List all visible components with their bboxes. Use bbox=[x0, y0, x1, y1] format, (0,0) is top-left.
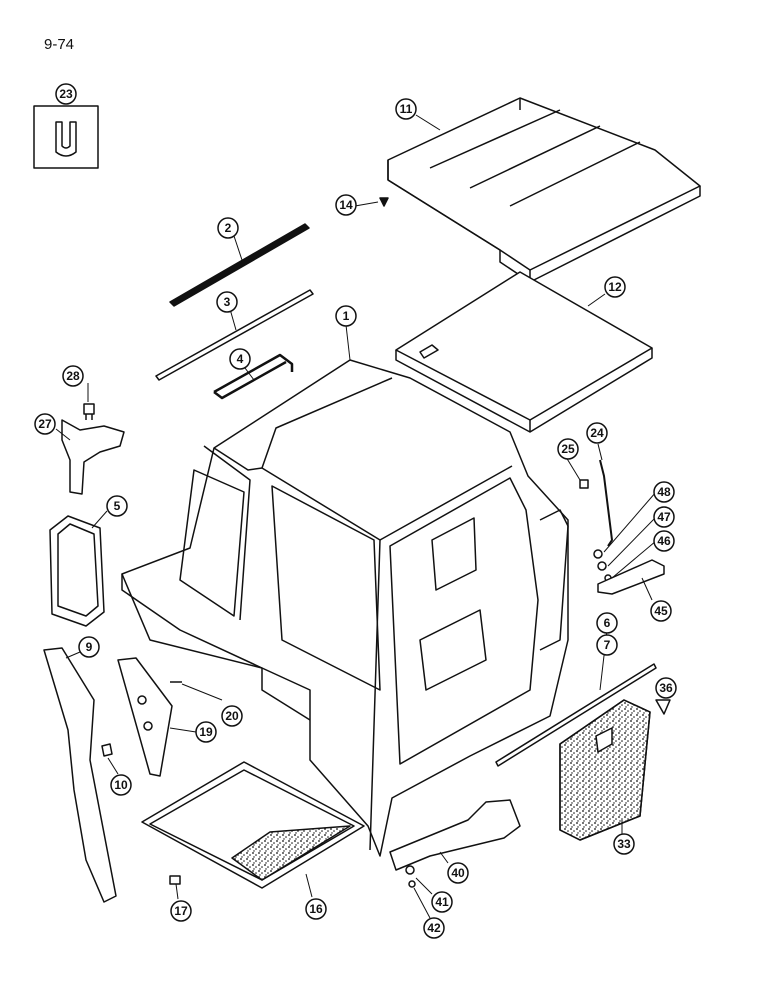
callout-47: 47 bbox=[653, 506, 675, 528]
seal-strip bbox=[155, 289, 314, 381]
callout-17: 17 bbox=[170, 900, 192, 922]
callout-2: 2 bbox=[217, 217, 239, 239]
svg-text:45: 45 bbox=[654, 604, 668, 618]
svg-text:2: 2 bbox=[225, 221, 232, 235]
nut-part bbox=[405, 865, 415, 875]
bolt-part bbox=[101, 743, 113, 757]
svg-text:27: 27 bbox=[38, 417, 52, 431]
callout-7: 7 bbox=[596, 634, 618, 656]
callout-1: 1 bbox=[335, 305, 357, 327]
svg-text:9: 9 bbox=[86, 640, 93, 654]
callout-11: 11 bbox=[395, 98, 417, 120]
callout-25: 25 bbox=[557, 438, 579, 460]
bracket-part bbox=[597, 559, 665, 595]
callout-33: 33 bbox=[613, 833, 635, 855]
svg-text:47: 47 bbox=[657, 510, 671, 524]
roof-liner bbox=[395, 271, 653, 433]
clip-part bbox=[33, 105, 99, 169]
svg-text:24: 24 bbox=[590, 426, 604, 440]
callout-6: 6 bbox=[596, 612, 618, 634]
svg-text:25: 25 bbox=[561, 442, 575, 456]
washer-part bbox=[597, 561, 607, 571]
svg-text:3: 3 bbox=[224, 295, 231, 309]
svg-text:19: 19 bbox=[199, 725, 213, 739]
callout-24: 24 bbox=[586, 422, 608, 444]
svg-text:48: 48 bbox=[657, 485, 671, 499]
callouts: 23 11 14 2 3 4 1 12 28 27 5 9 10 20 19 1… bbox=[34, 83, 677, 939]
callout-23: 23 bbox=[55, 83, 77, 105]
cab-body bbox=[121, 359, 569, 857]
floor-mat bbox=[141, 761, 365, 889]
callout-40: 40 bbox=[447, 862, 469, 884]
callout-5: 5 bbox=[106, 495, 128, 517]
svg-text:7: 7 bbox=[604, 638, 611, 652]
svg-text:1: 1 bbox=[343, 309, 350, 323]
svg-text:17: 17 bbox=[174, 904, 188, 918]
callout-27: 27 bbox=[34, 413, 56, 435]
svg-text:36: 36 bbox=[659, 681, 673, 695]
rod-part bbox=[599, 459, 613, 547]
svg-text:20: 20 bbox=[225, 709, 239, 723]
callout-9: 9 bbox=[78, 636, 100, 658]
callout-10: 10 bbox=[110, 774, 132, 796]
svg-text:10: 10 bbox=[114, 778, 128, 792]
cover-part bbox=[389, 799, 521, 871]
side-panel bbox=[117, 657, 173, 777]
seal-strip bbox=[495, 663, 657, 767]
callout-42: 42 bbox=[423, 917, 445, 939]
svg-text:14: 14 bbox=[339, 198, 353, 212]
callout-14: 14 bbox=[335, 194, 357, 216]
svg-text:41: 41 bbox=[435, 895, 449, 909]
callout-4: 4 bbox=[229, 348, 251, 370]
svg-text:6: 6 bbox=[604, 616, 611, 630]
callout-46: 46 bbox=[653, 530, 675, 552]
window-part bbox=[49, 515, 105, 627]
screw-part bbox=[579, 479, 589, 489]
washer-part bbox=[408, 880, 416, 888]
callout-45: 45 bbox=[650, 600, 672, 622]
callout-48: 48 bbox=[653, 481, 675, 503]
svg-text:5: 5 bbox=[114, 499, 121, 513]
page-number: 9-74 bbox=[44, 36, 75, 53]
callout-41: 41 bbox=[431, 891, 453, 913]
svg-text:4: 4 bbox=[237, 352, 244, 366]
plug-part bbox=[655, 699, 671, 715]
door-trim bbox=[43, 647, 117, 903]
svg-text:16: 16 bbox=[309, 902, 323, 916]
bolt-part bbox=[83, 403, 95, 420]
svg-text:42: 42 bbox=[427, 921, 441, 935]
svg-text:40: 40 bbox=[451, 866, 465, 880]
fastener-part bbox=[169, 875, 181, 885]
callout-19: 19 bbox=[195, 721, 217, 743]
callout-16: 16 bbox=[305, 898, 327, 920]
callout-3: 3 bbox=[216, 291, 238, 313]
leader-lines bbox=[55, 114, 666, 919]
callout-20: 20 bbox=[221, 705, 243, 727]
roof-panel bbox=[387, 97, 701, 283]
callout-36: 36 bbox=[655, 677, 677, 699]
rear-panel bbox=[559, 699, 651, 841]
svg-text:28: 28 bbox=[66, 369, 80, 383]
svg-text:33: 33 bbox=[617, 837, 631, 851]
callout-12: 12 bbox=[604, 276, 626, 298]
seal-strip bbox=[169, 223, 310, 307]
svg-text:11: 11 bbox=[400, 102, 413, 116]
washer-part bbox=[593, 549, 603, 559]
svg-text:23: 23 bbox=[59, 87, 73, 101]
svg-text:12: 12 bbox=[608, 280, 622, 294]
screw-part bbox=[379, 197, 389, 207]
bracket-part bbox=[61, 419, 125, 495]
svg-text:46: 46 bbox=[657, 534, 671, 548]
grab-handle bbox=[213, 353, 294, 400]
callout-28: 28 bbox=[62, 365, 84, 387]
